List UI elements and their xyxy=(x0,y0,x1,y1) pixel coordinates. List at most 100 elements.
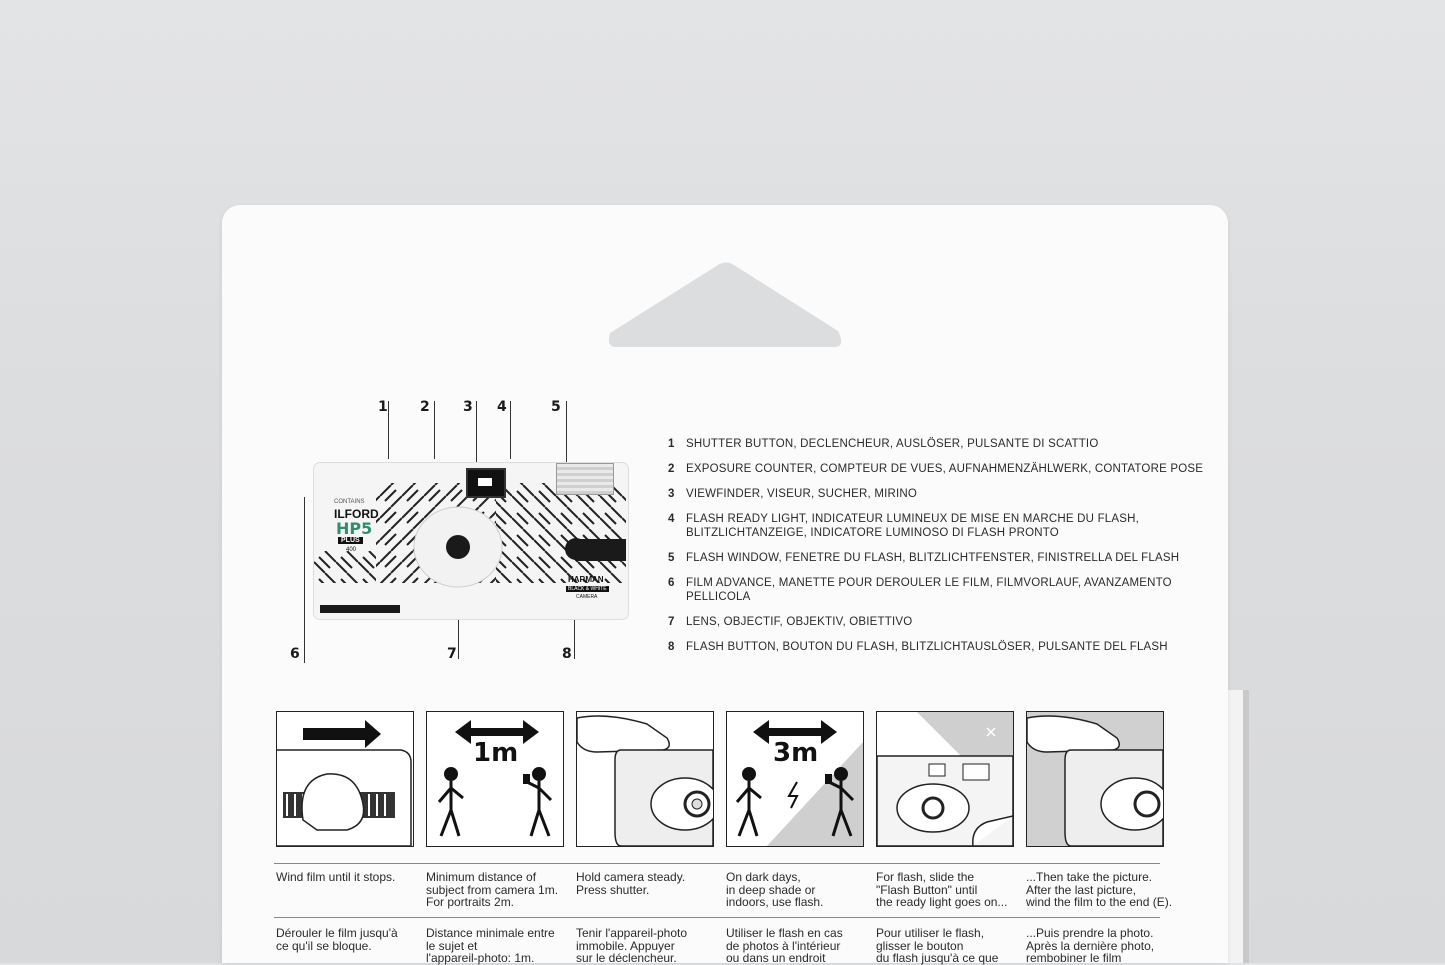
caption-line: Wind film until it stops. xyxy=(276,870,396,884)
wind-illustration xyxy=(277,720,412,846)
callout-6: 6 xyxy=(290,646,300,662)
flash-slide-illustration xyxy=(877,712,1013,846)
packaging-card: 1 2 3 4 5 6 7 8 xyxy=(222,205,1228,965)
distance-illustration xyxy=(437,720,553,837)
legend-text: FLASH BUTTON, BOUTON DU FLASH, BLITZLICH… xyxy=(686,641,1168,653)
step-panel-wind xyxy=(276,711,414,847)
step-panel-flash-dark: 3m xyxy=(726,711,864,847)
caption-line: Après la dernière photo, xyxy=(1026,938,1155,953)
caption-line: Hold camera steady. xyxy=(576,870,686,884)
panel-label-3m: 3m xyxy=(773,738,819,768)
legend-num: 3 xyxy=(668,488,675,500)
legend-text: FLASH READY LIGHT, INDICATEUR LUMINEUX D… xyxy=(686,513,1140,539)
caption-line: ou dans un endroit xyxy=(726,951,826,965)
caption-divider-fr xyxy=(274,917,1160,918)
caption-line: du flash jusqu'à ce que xyxy=(876,951,999,965)
callout-7: 7 xyxy=(447,646,457,662)
legend-num: 4 xyxy=(668,513,675,525)
caption-line: rembobiner le film xyxy=(1026,951,1122,965)
flash-dark-illustration xyxy=(735,720,863,846)
callout-8: 8 xyxy=(562,646,572,662)
caption-line: For flash, slide the xyxy=(876,870,975,884)
take-picture-illustration xyxy=(1027,712,1163,846)
caption-line: Tenir l'appareil-photo xyxy=(576,926,688,940)
caption-line: the ready light goes on... xyxy=(876,895,1008,909)
step-panel-hold xyxy=(576,711,714,847)
caption-line: After the last picture, xyxy=(1026,882,1137,897)
caption-line: ...Then take the picture. xyxy=(1026,870,1153,884)
step-panel-flash-slide xyxy=(876,711,1014,847)
legend-row: 3 VIEWFINDER, VISEUR, SUCHER, MIRINO xyxy=(668,487,1208,501)
leader-line-4 xyxy=(510,401,511,459)
legend-row: 4 FLASH READY LIGHT, INDICATEUR LUMINEUX … xyxy=(668,512,1208,540)
caption-line: ce qu'il se bloque. xyxy=(276,938,372,953)
camera-maker: HARMAN xyxy=(568,575,604,584)
flash-window xyxy=(556,463,614,495)
caption-line: le sujet et xyxy=(426,938,478,953)
caption-line: Distance minimale entre xyxy=(426,926,555,940)
caption-line: glisser le bouton xyxy=(876,938,964,953)
caption-line: Dérouler le film jusqu'à xyxy=(276,926,398,940)
leader-line-3 xyxy=(476,401,477,463)
caption-line: Utiliser le flash en cas xyxy=(726,926,843,940)
caption-en-2: Minimum distance of subject from camera … xyxy=(426,871,576,909)
caption-en-1: Wind film until it stops. xyxy=(276,871,426,884)
caption-line: immobile. Appuyer xyxy=(576,938,675,953)
leader-line-2 xyxy=(434,401,435,459)
caption-line: in deep shade or xyxy=(726,882,816,897)
callout-2: 2 xyxy=(420,399,430,415)
caption-line: Press shutter. xyxy=(576,882,650,897)
caption-fr-2: Distance minimale entre le sujet et l'ap… xyxy=(426,927,576,965)
caption-fr-5: Pour utiliser le flash, glisser le bouto… xyxy=(876,927,1026,965)
legend-row: 8 FLASH BUTTON, BOUTON DU FLASH, BLITZLIC… xyxy=(668,640,1208,654)
camera-contains: CONTAINS xyxy=(334,499,365,505)
legend-text: EXPOSURE COUNTER, COMPTEUR DE VUES, AUFN… xyxy=(686,463,1204,475)
caption-fr-3: Tenir l'appareil-photo immobile. Appuyer… xyxy=(576,927,726,965)
legend-text: VIEWFINDER, VISEUR, SUCHER, MIRINO xyxy=(686,488,918,500)
camera-pattern xyxy=(314,483,626,613)
caption-line: l'appareil-photo: 1m. xyxy=(426,951,535,965)
caption-line: Minimum distance of xyxy=(426,870,537,884)
camera-iso: 400 xyxy=(346,547,357,553)
caption-fr-1: Dérouler le film jusqu'à ce qu'il se blo… xyxy=(276,927,426,952)
legend-text: FILM ADVANCE, MANETTE POUR DEROULER LE F… xyxy=(686,577,1172,603)
legend-num: 7 xyxy=(668,616,675,628)
caption-line: sur le déclencheur. xyxy=(576,951,677,965)
caption-en-5: For flash, slide the "Flash Button" unti… xyxy=(876,871,1026,909)
callout-5: 5 xyxy=(551,399,561,415)
camera-type-line2: CAMERA xyxy=(576,594,598,600)
legend-text: FLASH WINDOW, FENETRE DU FLASH, BLITZLIC… xyxy=(686,552,1180,564)
caption-line: For portraits 2m. xyxy=(426,895,515,909)
step-panel-distance: 1m xyxy=(426,711,564,847)
caption-en-6: ...Then take the picture. After the last… xyxy=(1026,871,1186,909)
legend-num: 1 xyxy=(668,438,675,450)
caption-line: On dark days, xyxy=(726,870,801,884)
caption-line: subject from camera 1m. xyxy=(426,882,559,897)
panel-label-1m: 1m xyxy=(473,738,519,768)
legend-row: 7 LENS, OBJECTIF, OBJEKTIV, OBIETTIVO xyxy=(668,615,1208,629)
leader-line-1 xyxy=(388,401,389,459)
caption-line: de photos à l'intérieur xyxy=(726,938,841,953)
legend-text: LENS, OBJECTIF, OBJEKTIV, OBIETTIVO xyxy=(686,616,913,628)
caption-fr-6: ...Puis prendre la photo. Après la derni… xyxy=(1026,927,1176,965)
caption-en-4: On dark days, in deep shade or indoors, … xyxy=(726,871,876,909)
camera-film-sub: PLUS xyxy=(338,537,363,544)
hold-illustration xyxy=(577,715,713,846)
caption-fr-4: Utiliser le flash en cas de photos à l'i… xyxy=(726,927,876,965)
caption-line: "Flash Button" until xyxy=(876,882,978,897)
caption-en-3: Hold camera steady. Press shutter. xyxy=(576,871,726,896)
legend-num: 8 xyxy=(668,641,675,653)
camera-type-line: BLACK & WHITE xyxy=(566,586,609,592)
camera-brand: ILFORD xyxy=(334,507,379,521)
viewfinder xyxy=(466,468,506,498)
caption-line: wind the film to the end (E). xyxy=(1026,895,1173,909)
leader-line-6 xyxy=(304,497,305,663)
step-panel-take-picture xyxy=(1026,711,1164,847)
caption-line: ...Puis prendre la photo. xyxy=(1026,926,1154,940)
caption-line: indoors, use flash. xyxy=(726,895,824,909)
